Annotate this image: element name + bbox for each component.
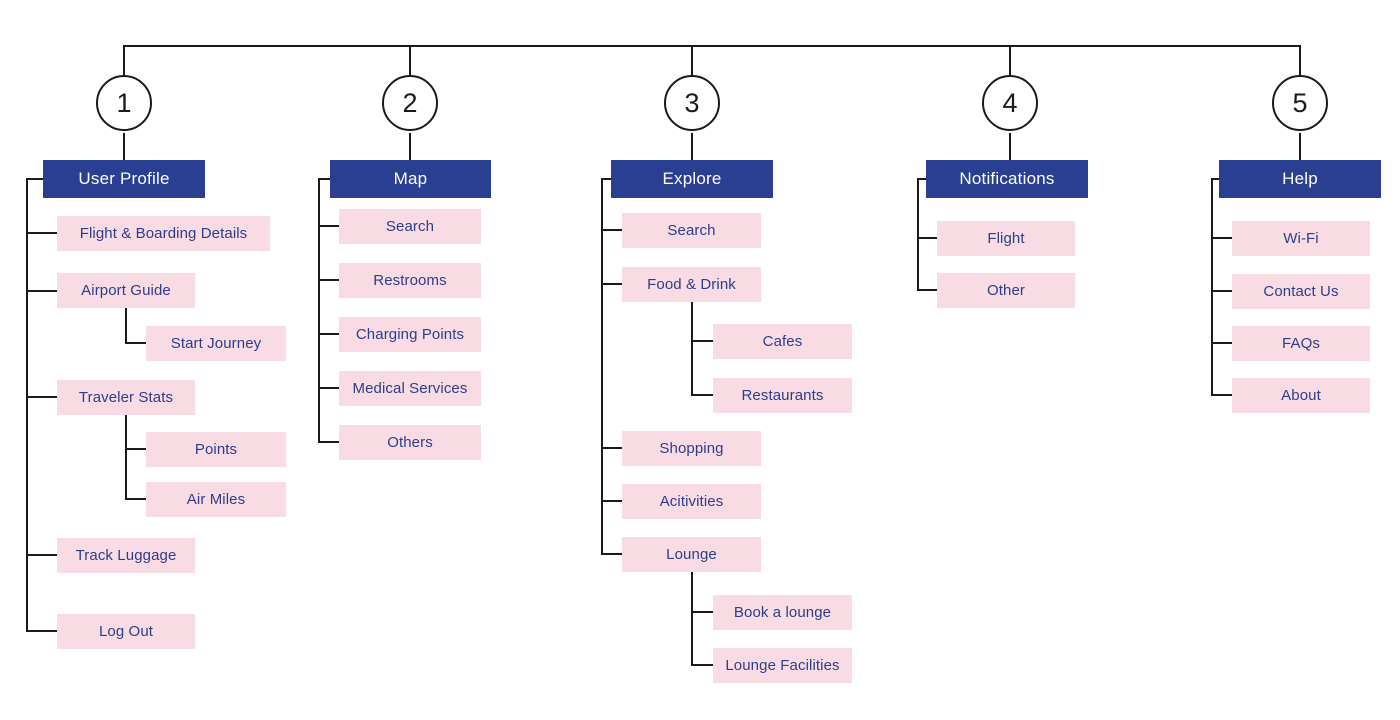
node-cafes: Cafes xyxy=(713,324,852,359)
node-notification-flight: Flight xyxy=(937,221,1075,256)
node-book-a-lounge: Book a lounge xyxy=(713,595,852,630)
node-notification-other: Other xyxy=(937,273,1075,308)
node-restrooms: Restrooms xyxy=(339,263,481,298)
node-flight-boarding-details: Flight & Boarding Details xyxy=(57,216,270,251)
section-number-circle-4: 4 xyxy=(982,75,1038,131)
node-lounge: Lounge xyxy=(622,537,761,572)
section-header-user-profile: User Profile xyxy=(43,160,205,198)
node-restaurants: Restaurants xyxy=(713,378,852,413)
user-profile-branch-connectors xyxy=(26,178,146,632)
section-header-notifications: Notifications xyxy=(926,160,1088,198)
node-lounge-facilities: Lounge Facilities xyxy=(713,648,852,683)
node-air-miles: Air Miles xyxy=(146,482,286,517)
node-log-out: Log Out xyxy=(57,614,195,649)
node-traveler-stats: Traveler Stats xyxy=(57,380,195,415)
node-charging-points: Charging Points xyxy=(339,317,481,352)
section-header-explore: Explore xyxy=(611,160,773,198)
node-about: About xyxy=(1232,378,1370,413)
section-header-help: Help xyxy=(1219,160,1381,198)
node-map-search: Search xyxy=(339,209,481,244)
help-branch-connectors xyxy=(1211,178,1232,396)
node-food-drink: Food & Drink xyxy=(622,267,761,302)
node-start-journey: Start Journey xyxy=(146,326,286,361)
node-track-luggage: Track Luggage xyxy=(57,538,195,573)
notifications-branch-connectors xyxy=(917,178,937,291)
top-level-connectors xyxy=(123,45,1301,160)
section-number-circle-1: 1 xyxy=(96,75,152,131)
explore-branch-connectors xyxy=(601,178,713,666)
section-number-circle-5: 5 xyxy=(1272,75,1328,131)
node-medical-services: Medical Services xyxy=(339,371,481,406)
node-wifi: Wi-Fi xyxy=(1232,221,1370,256)
node-contact-us: Contact Us xyxy=(1232,274,1370,309)
node-others: Others xyxy=(339,425,481,460)
node-airport-guide: Airport Guide xyxy=(57,273,195,308)
node-faqs: FAQs xyxy=(1232,326,1370,361)
map-branch-connectors xyxy=(318,178,339,443)
section-header-map: Map xyxy=(330,160,491,198)
node-shopping: Shopping xyxy=(622,431,761,466)
node-acitivities: Acitivities xyxy=(622,484,761,519)
section-number-circle-2: 2 xyxy=(382,75,438,131)
section-number-circle-3: 3 xyxy=(664,75,720,131)
node-points: Points xyxy=(146,432,286,467)
node-explore-search: Search xyxy=(622,213,761,248)
